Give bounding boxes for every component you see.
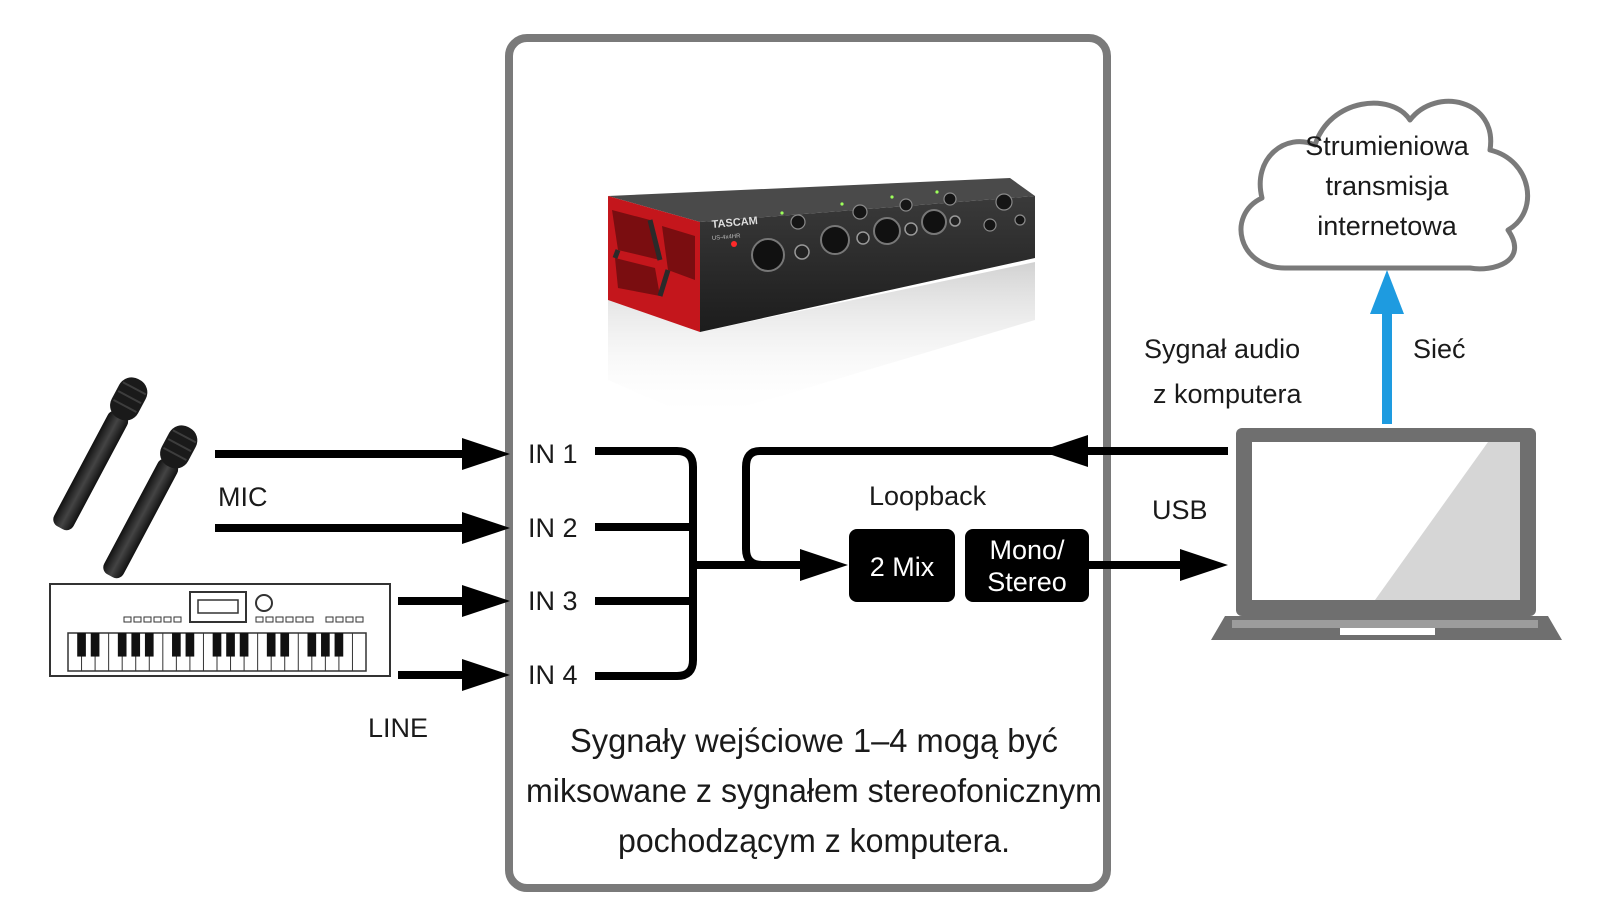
audio-from-pc-label-line2: z komputera: [1153, 379, 1303, 409]
device-model: US-4x4HR: [712, 233, 742, 242]
audio-interface-image: TASCAM US-4x4HR: [608, 178, 1035, 420]
input-label-in1: IN 1: [528, 439, 578, 469]
line-input-arrows: [398, 585, 510, 691]
caption-line2: miksowane z sygnałem stereofonicznym: [526, 772, 1102, 809]
mic-input-arrows: [215, 438, 510, 544]
laptop-icon: [1211, 428, 1562, 640]
usb-output-arrow: [1089, 549, 1228, 581]
input-label-in4: IN 4: [528, 660, 578, 690]
network-arrow: [1370, 270, 1404, 424]
cloud-label-line3: internetowa: [1317, 211, 1458, 241]
cloud-label-line2: transmisja: [1325, 171, 1449, 201]
mono-stereo-label-line1: Mono/: [989, 535, 1065, 565]
caption-line3: pochodzącym z komputera.: [618, 822, 1010, 859]
input-label-in2: IN 2: [528, 513, 578, 543]
loopback-label: Loopback: [869, 481, 987, 511]
line-label: LINE: [368, 713, 428, 743]
keyboard-icon: [49, 583, 391, 677]
loopback-return-path: [742, 435, 1228, 581]
network-label: Sieć: [1413, 334, 1466, 364]
mic-label: MIC: [218, 482, 268, 512]
device-brand: TASCAM: [711, 215, 758, 231]
usb-label: USB: [1152, 495, 1208, 525]
audio-from-pc-label-line1: Sygnał audio: [1144, 334, 1300, 364]
cloud-label-line1: Strumieniowa: [1305, 131, 1470, 161]
cloud-icon: [1238, 98, 1531, 272]
interface-frame: [505, 34, 1111, 892]
mono-stereo-box: Mono/ Stereo: [965, 529, 1089, 602]
microphone-icon: [53, 377, 198, 579]
mono-stereo-label-line2: Stereo: [987, 567, 1067, 597]
caption-line1: Sygnały wejściowe 1–4 mogą być: [570, 722, 1058, 759]
mix-label: 2 Mix: [870, 552, 935, 582]
input-label-in3: IN 3: [528, 586, 578, 616]
mix-box: 2 Mix: [849, 529, 955, 602]
